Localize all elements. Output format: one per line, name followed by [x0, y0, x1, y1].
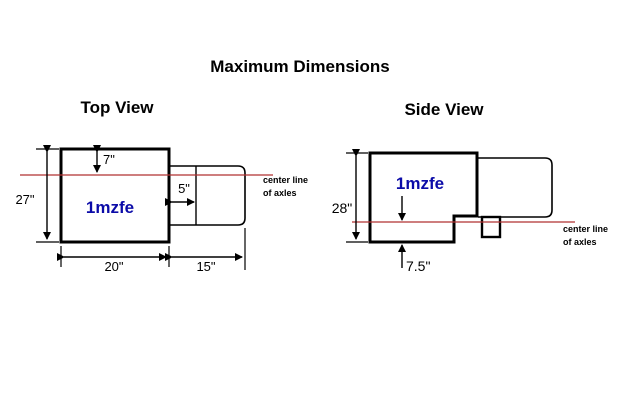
top-height-value: 27" [15, 192, 34, 207]
top-center-line-label-1: center line [263, 175, 308, 185]
side-center-line-label-1: center line [563, 224, 608, 234]
top-center-line-label-2: of axles [263, 188, 297, 198]
top-engine-block [59, 147, 171, 244]
side-view: Side View center line of axles 1mzfe 28"… [332, 100, 608, 274]
side-engine-block [368, 151, 479, 244]
side-height-value: 28" [332, 200, 353, 216]
top-extension-width-value: 15" [196, 259, 215, 274]
side-view-heading: Side View [404, 100, 484, 119]
top-view-heading: Top View [80, 98, 154, 117]
top-engine-label: 1mzfe [86, 198, 134, 217]
top-view: Top View center line of axles 1mzfe 27" … [15, 98, 308, 274]
top-overhang-value: 5" [178, 181, 190, 196]
side-extension-outline [478, 157, 553, 218]
side-bottom-offset-value: 7.5" [406, 258, 430, 274]
diagram-title: Maximum Dimensions [210, 57, 390, 76]
side-lower-box [480, 215, 502, 239]
side-engine-label: 1mzfe [396, 174, 444, 193]
side-center-line-label-2: of axles [563, 237, 597, 247]
top-extension-outline [169, 165, 246, 226]
top-main-width-value: 20" [104, 259, 123, 274]
top-offset-value: 7" [103, 152, 115, 167]
